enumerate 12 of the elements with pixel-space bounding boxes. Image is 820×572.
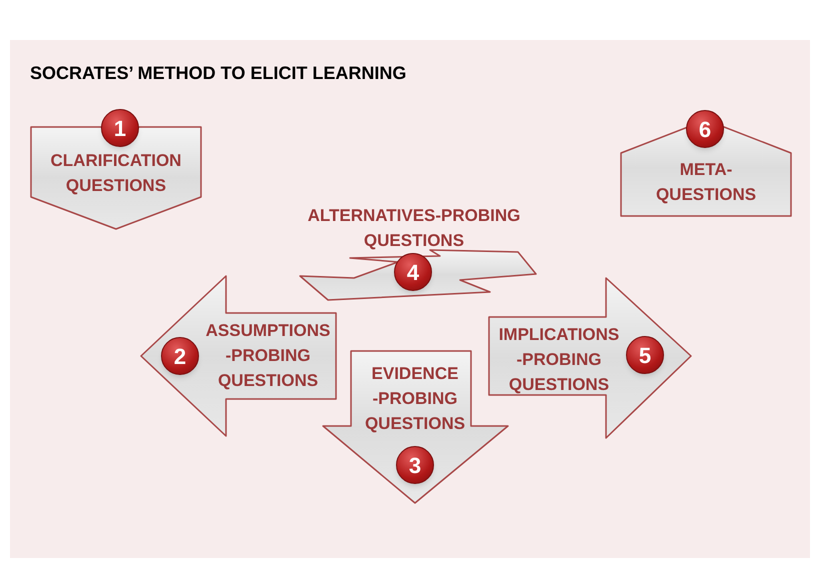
step-label: ALTERNATIVES-PROBING QUESTIONS bbox=[306, 205, 522, 252]
down-pentagon-shape bbox=[30, 108, 202, 230]
step-label: CLARIFICATION QUESTIONS bbox=[50, 150, 182, 197]
step-label: EVIDENCE -PROBING QUESTIONS bbox=[364, 362, 466, 434]
left-arrow-shape bbox=[140, 275, 337, 437]
down-arrow-shape bbox=[322, 350, 509, 504]
step-label: IMPLICATIONS -PROBING QUESTIONS bbox=[498, 324, 620, 396]
step-label: ASSUMPTIONS -PROBING QUESTIONS bbox=[204, 320, 332, 392]
house-pentagon-shape bbox=[620, 108, 792, 218]
title: SOCRATES’ METHOD TO ELICIT LEARNING bbox=[30, 62, 406, 85]
right-arrow-shape bbox=[488, 277, 692, 439]
step-label: META- QUESTIONS bbox=[654, 159, 758, 206]
